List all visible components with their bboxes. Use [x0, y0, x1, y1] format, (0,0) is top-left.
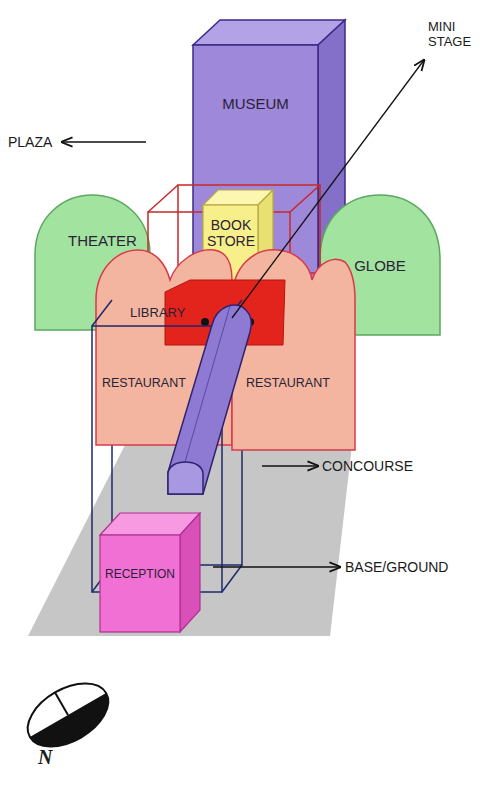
callout-label: MINI STAGE — [428, 20, 482, 50]
north-compass — [17, 670, 119, 759]
compass-letter: N — [38, 746, 62, 769]
node-label: THEATER — [55, 232, 150, 249]
base-ground — [28, 445, 352, 636]
node-label: RECEPTION — [100, 568, 180, 582]
leader-arrows — [62, 60, 424, 567]
reception-cube: RECEPTION — [100, 512, 200, 632]
node-label: RESTAURANT — [102, 376, 190, 390]
concourse-vault — [168, 305, 251, 494]
callout-label: PLAZA — [8, 134, 58, 150]
restaurant-vault: RESTAURANT — [96, 250, 232, 445]
globe-dome: GLOBE — [320, 195, 440, 335]
reception-cube — [100, 513, 200, 632]
node-label: GLOBE — [330, 257, 430, 274]
museum-block: MUSEUM — [193, 20, 345, 330]
node-label: LIBRARY — [130, 306, 194, 321]
callout-label: CONCOURSE — [322, 458, 422, 474]
node-label: RESTAURANT — [246, 376, 346, 390]
node-label: MUSEUM — [193, 95, 318, 112]
bookstore-cube: BOOK STORE — [203, 190, 273, 285]
library-block: LIBRARY — [128, 280, 288, 345]
node-label: BOOK STORE — [205, 217, 257, 249]
restaurant-vault: RESTAURANT — [232, 250, 355, 450]
callout-label: BASE/GROUND — [345, 559, 465, 575]
